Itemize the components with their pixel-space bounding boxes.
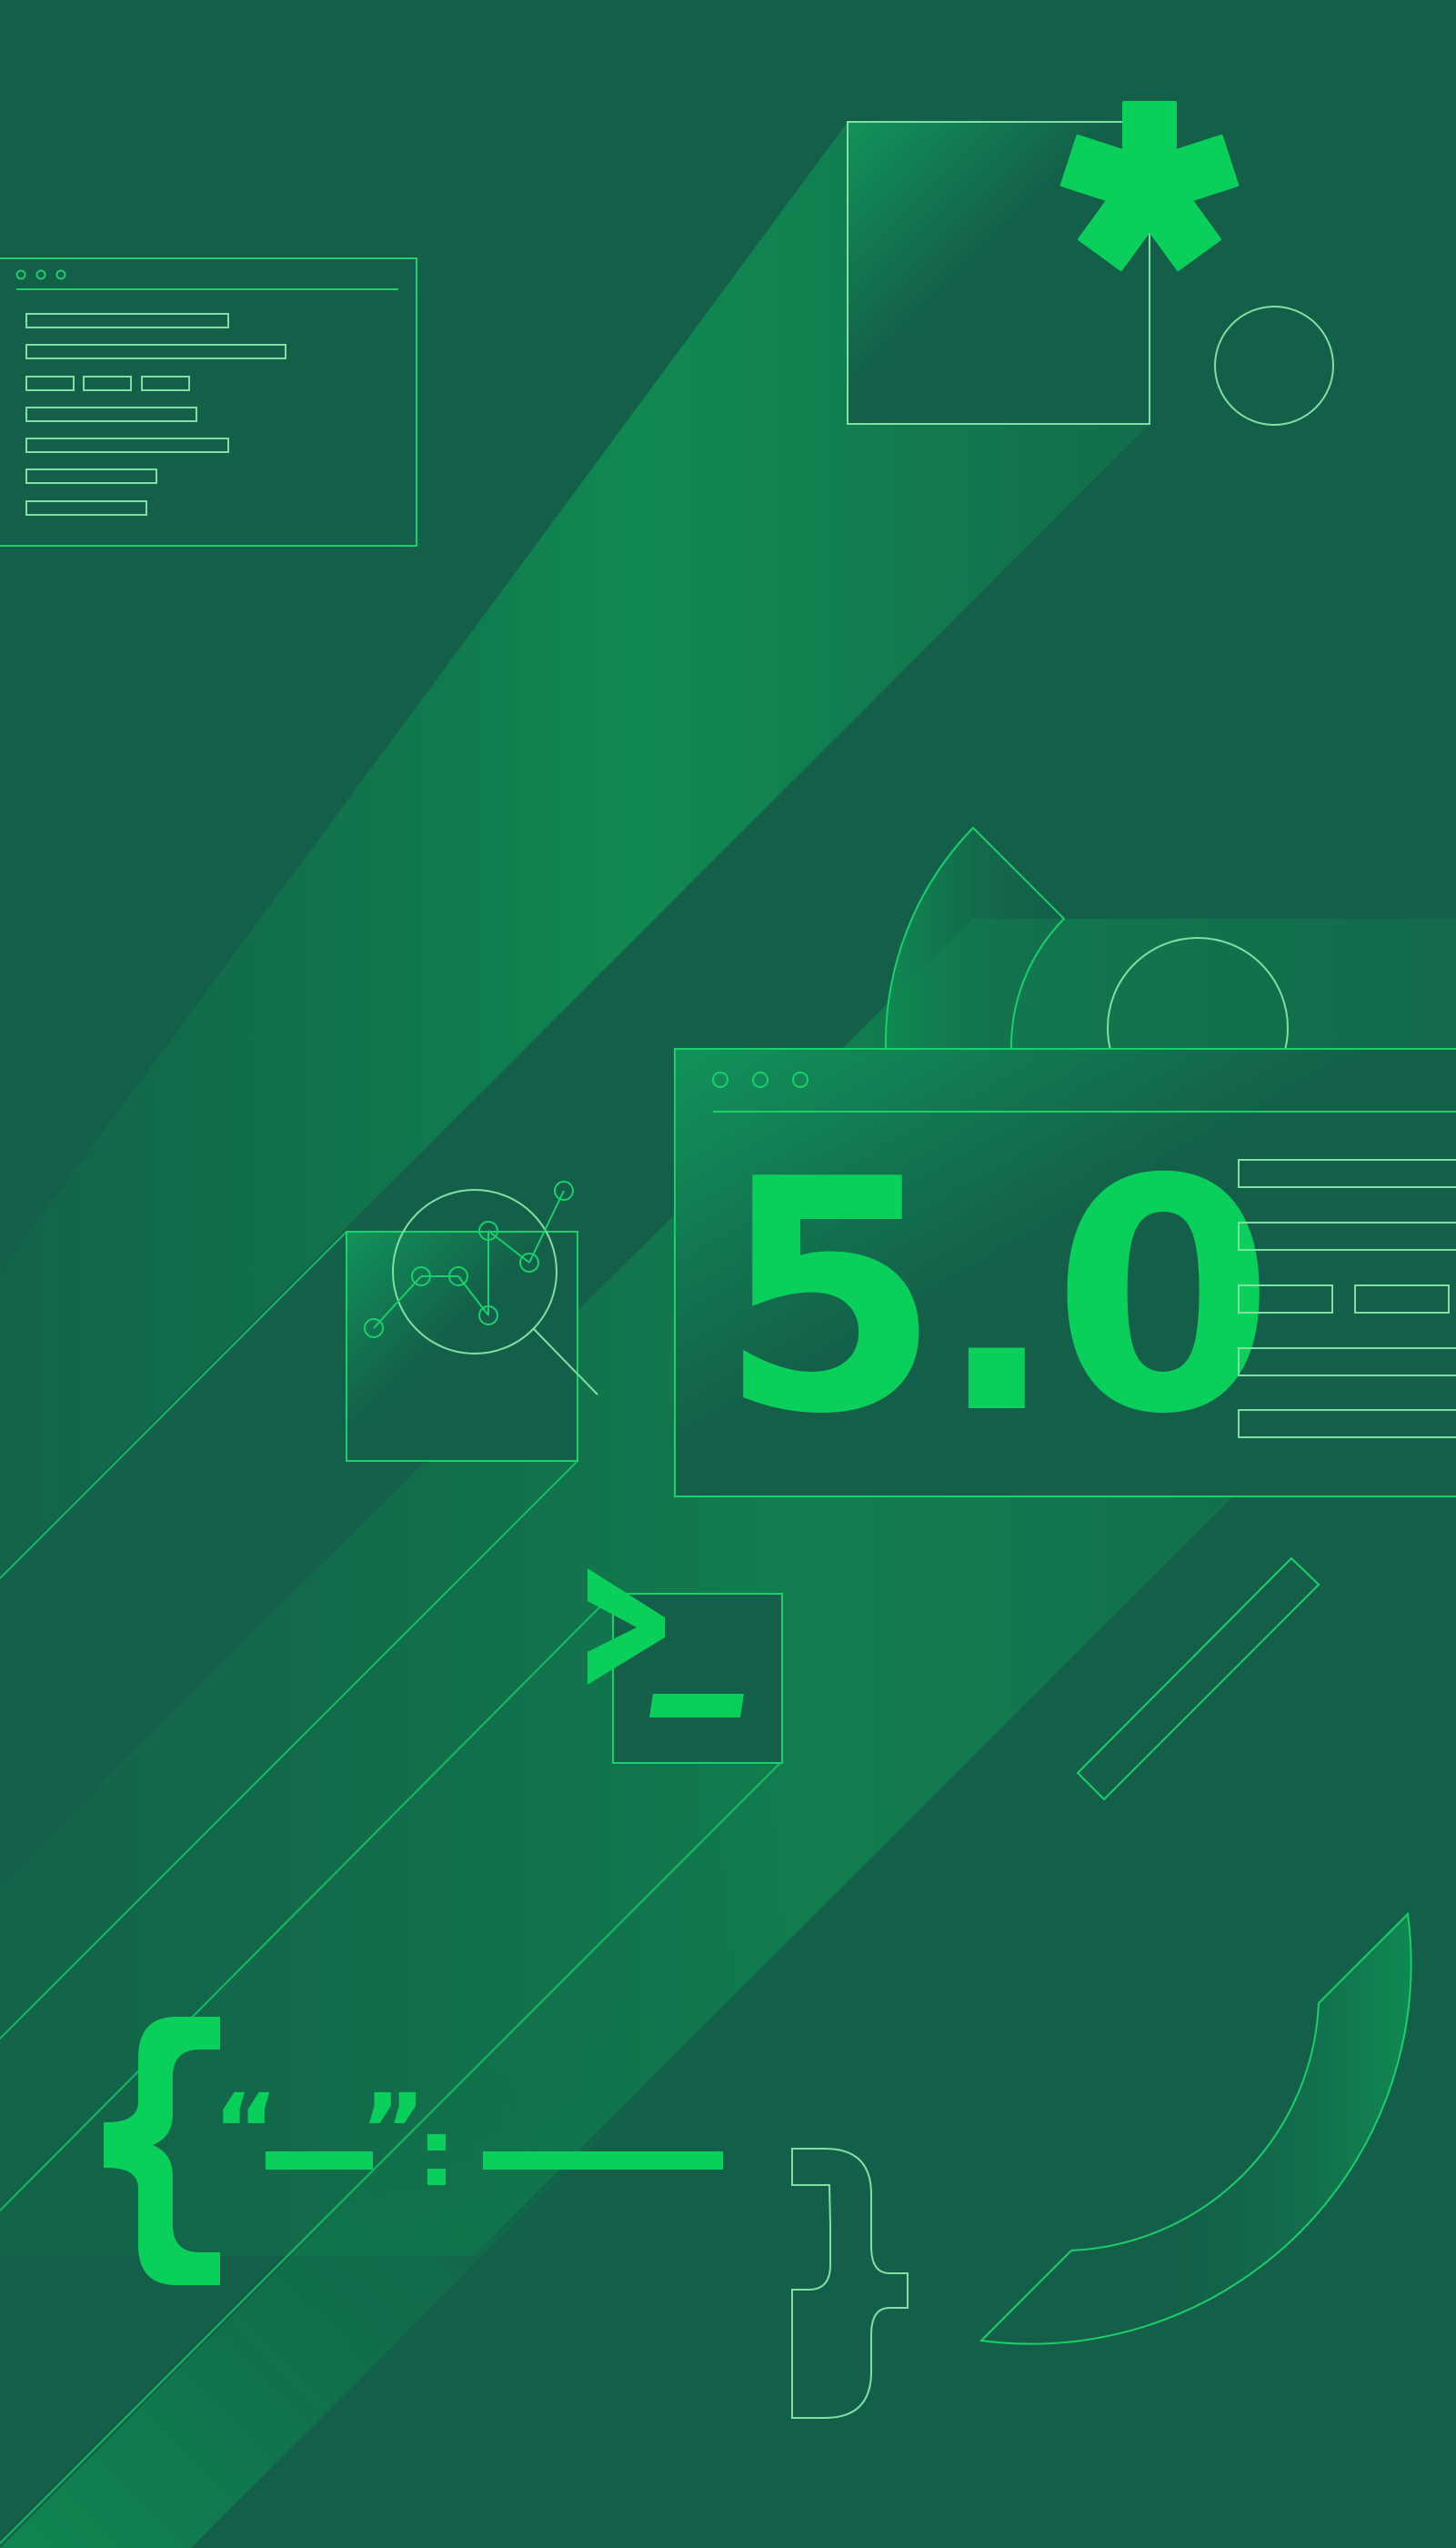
version-window: 5.0 xyxy=(674,1048,1456,1497)
code-line xyxy=(25,468,157,484)
band-edge-line-3 xyxy=(0,1593,614,2211)
code-line xyxy=(25,344,286,359)
window-dot xyxy=(55,269,66,280)
close-quote: ” xyxy=(360,2072,426,2189)
text-line xyxy=(1238,1284,1333,1314)
text-line xyxy=(1238,1159,1456,1188)
code-line xyxy=(25,438,229,453)
asterisk-icon xyxy=(1059,101,1240,271)
band-edge-line-4 xyxy=(0,1760,783,2544)
code-line xyxy=(25,313,229,328)
magnifier-square xyxy=(346,1231,578,1462)
json-snippet: “ ” xyxy=(104,2017,909,2419)
key-placeholder xyxy=(266,2151,373,2170)
band-edge-line-1 xyxy=(0,1231,347,1579)
version-number: 5.0 xyxy=(718,1112,1270,1485)
code-line xyxy=(25,376,75,391)
lower-band xyxy=(0,1765,782,2548)
arc-decoration-lower xyxy=(979,1911,1412,2345)
diagonal-bar-outline xyxy=(1076,1556,1320,1801)
magnifier-network-icon xyxy=(364,1181,598,1395)
text-line xyxy=(1238,1222,1456,1251)
terminal-cursor xyxy=(649,1694,744,1717)
magnifier-network-panel xyxy=(346,1181,598,1462)
upper-band xyxy=(0,122,1150,1574)
window-dot xyxy=(15,269,26,280)
outline-circle-small xyxy=(1214,306,1334,426)
asterisk-panel xyxy=(847,101,1334,426)
terminal-panel xyxy=(587,1568,783,1764)
code-line xyxy=(25,500,147,516)
closing-brace-outline xyxy=(791,2148,909,2419)
code-window-top-left xyxy=(0,257,417,547)
window-dot xyxy=(35,269,46,280)
code-window-frame xyxy=(0,257,417,547)
terminal-prompt-icon xyxy=(587,1568,665,1685)
version-window-frame xyxy=(674,1048,1456,1497)
code-line xyxy=(83,376,132,391)
text-line xyxy=(1238,1409,1456,1438)
colon-dot-bottom xyxy=(427,2169,446,2185)
window-dot xyxy=(752,1072,768,1088)
code-line xyxy=(25,407,197,422)
open-quote: “ xyxy=(213,2072,278,2189)
window-dot xyxy=(712,1072,728,1088)
band-edge-line-2 xyxy=(0,1460,578,2039)
curly-brace-icon xyxy=(104,2017,220,2285)
code-line xyxy=(141,376,190,391)
text-line xyxy=(1238,1347,1456,1376)
text-line xyxy=(1354,1284,1450,1314)
window-dot xyxy=(792,1072,808,1088)
colon-dot-top xyxy=(427,2134,446,2150)
value-placeholder xyxy=(483,2151,723,2170)
